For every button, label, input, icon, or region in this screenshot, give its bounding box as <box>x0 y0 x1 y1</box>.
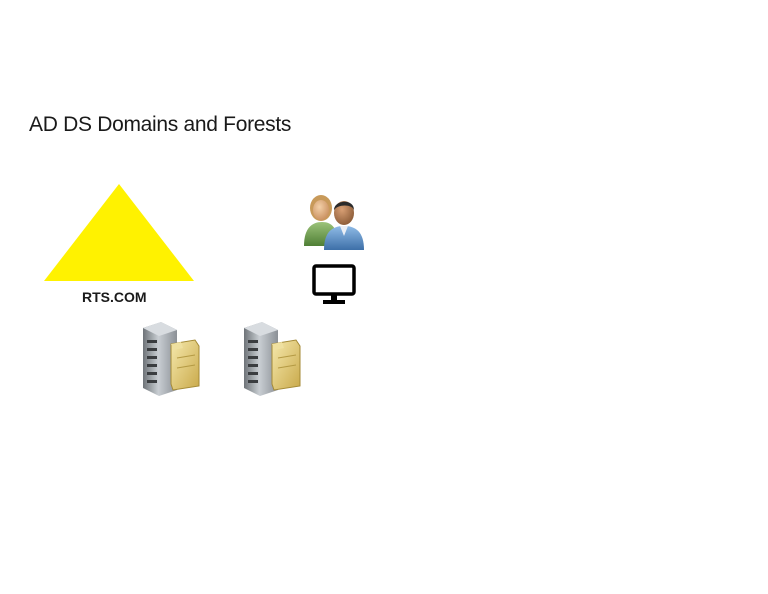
domain-triangle-icon <box>44 184 194 281</box>
users-group-icon <box>304 195 364 250</box>
domain-label: RTS.COM <box>82 289 147 305</box>
computer-monitor-icon <box>312 264 356 304</box>
domain-controller-server-icon <box>143 322 200 396</box>
domain-controller-server-icon <box>244 322 301 396</box>
slide-title: AD DS Domains and Forests <box>29 113 292 136</box>
